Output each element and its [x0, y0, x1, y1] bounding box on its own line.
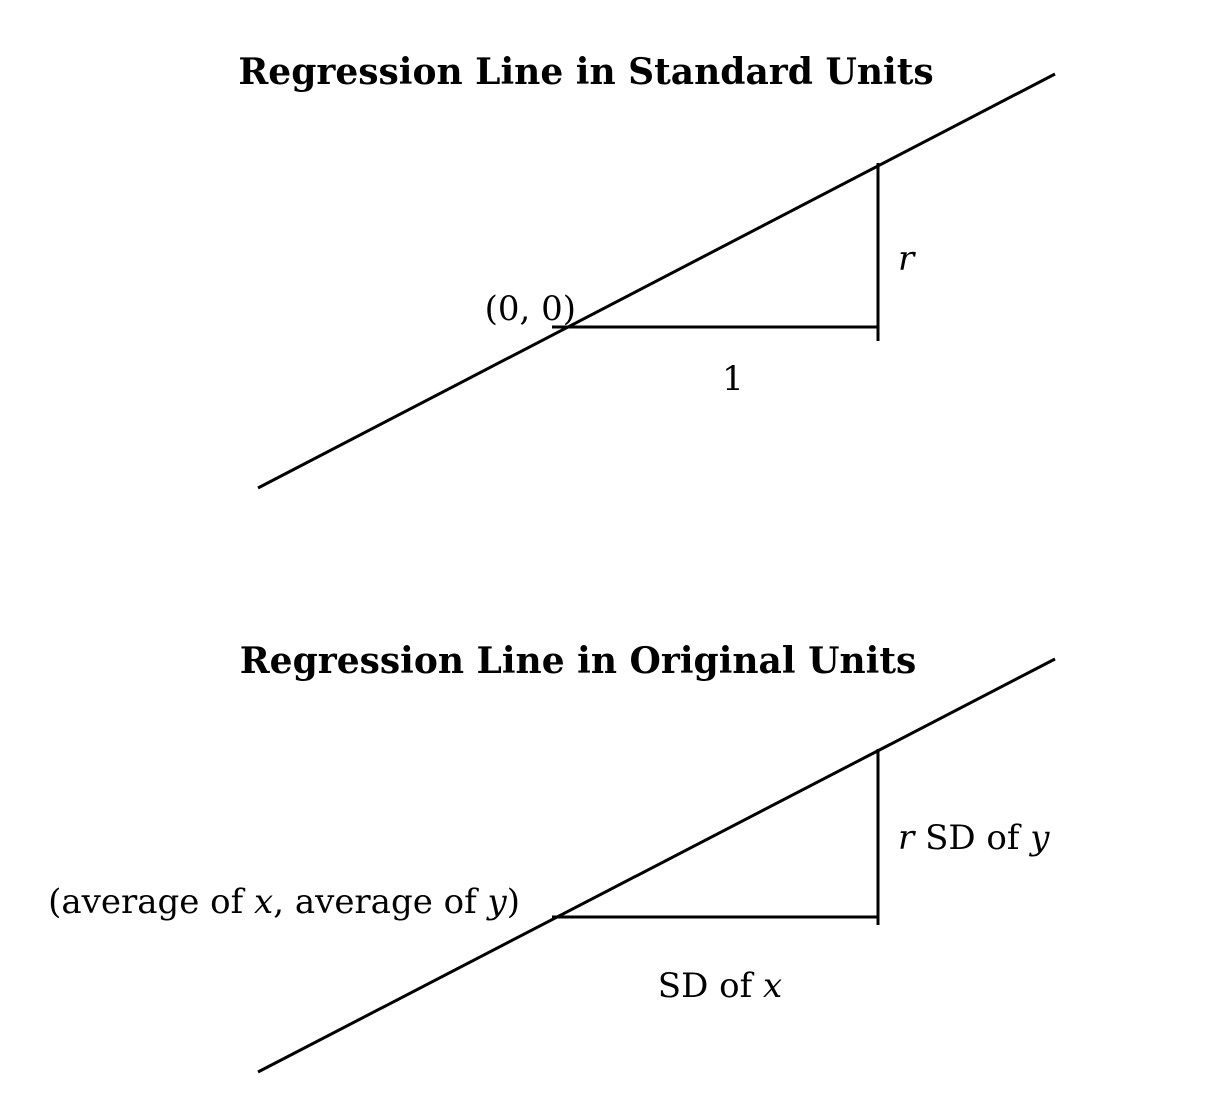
mean-point-label-p3: ) [507, 882, 520, 922]
regression-line [257, 72, 1056, 490]
standard-units-diagram: Regression Line in Standard Units (0, 0)… [238, 51, 1056, 490]
mean-point-label-p2: , average of [273, 882, 487, 922]
rise-label-r: r [898, 239, 916, 279]
standard-units-title: Regression Line in Standard Units [238, 51, 933, 93]
regression-line [257, 657, 1056, 1074]
mean-point-label-y: y [486, 882, 508, 922]
run-label: 1 [722, 359, 744, 399]
run-label-x: x [763, 966, 782, 1006]
mean-point-label-p1: (average of [48, 882, 254, 922]
original-units-diagram: Regression Line in Original Units (avera… [48, 640, 1056, 1074]
rise-label-y: y [1028, 818, 1050, 858]
rise-label: r [898, 239, 916, 279]
rise-label-r: r [898, 818, 916, 858]
rise-label-text: SD of [914, 818, 1030, 858]
run-label: SD of x [658, 966, 782, 1006]
origin-label: (0, 0) [485, 289, 576, 329]
mean-point-label: (average of x, average of y) [48, 882, 520, 922]
rise-label: r SD of y [898, 818, 1050, 858]
original-units-title: Regression Line in Original Units [240, 640, 916, 682]
mean-point-label-x: x [254, 882, 273, 922]
run-label-text: SD of [658, 966, 763, 1006]
